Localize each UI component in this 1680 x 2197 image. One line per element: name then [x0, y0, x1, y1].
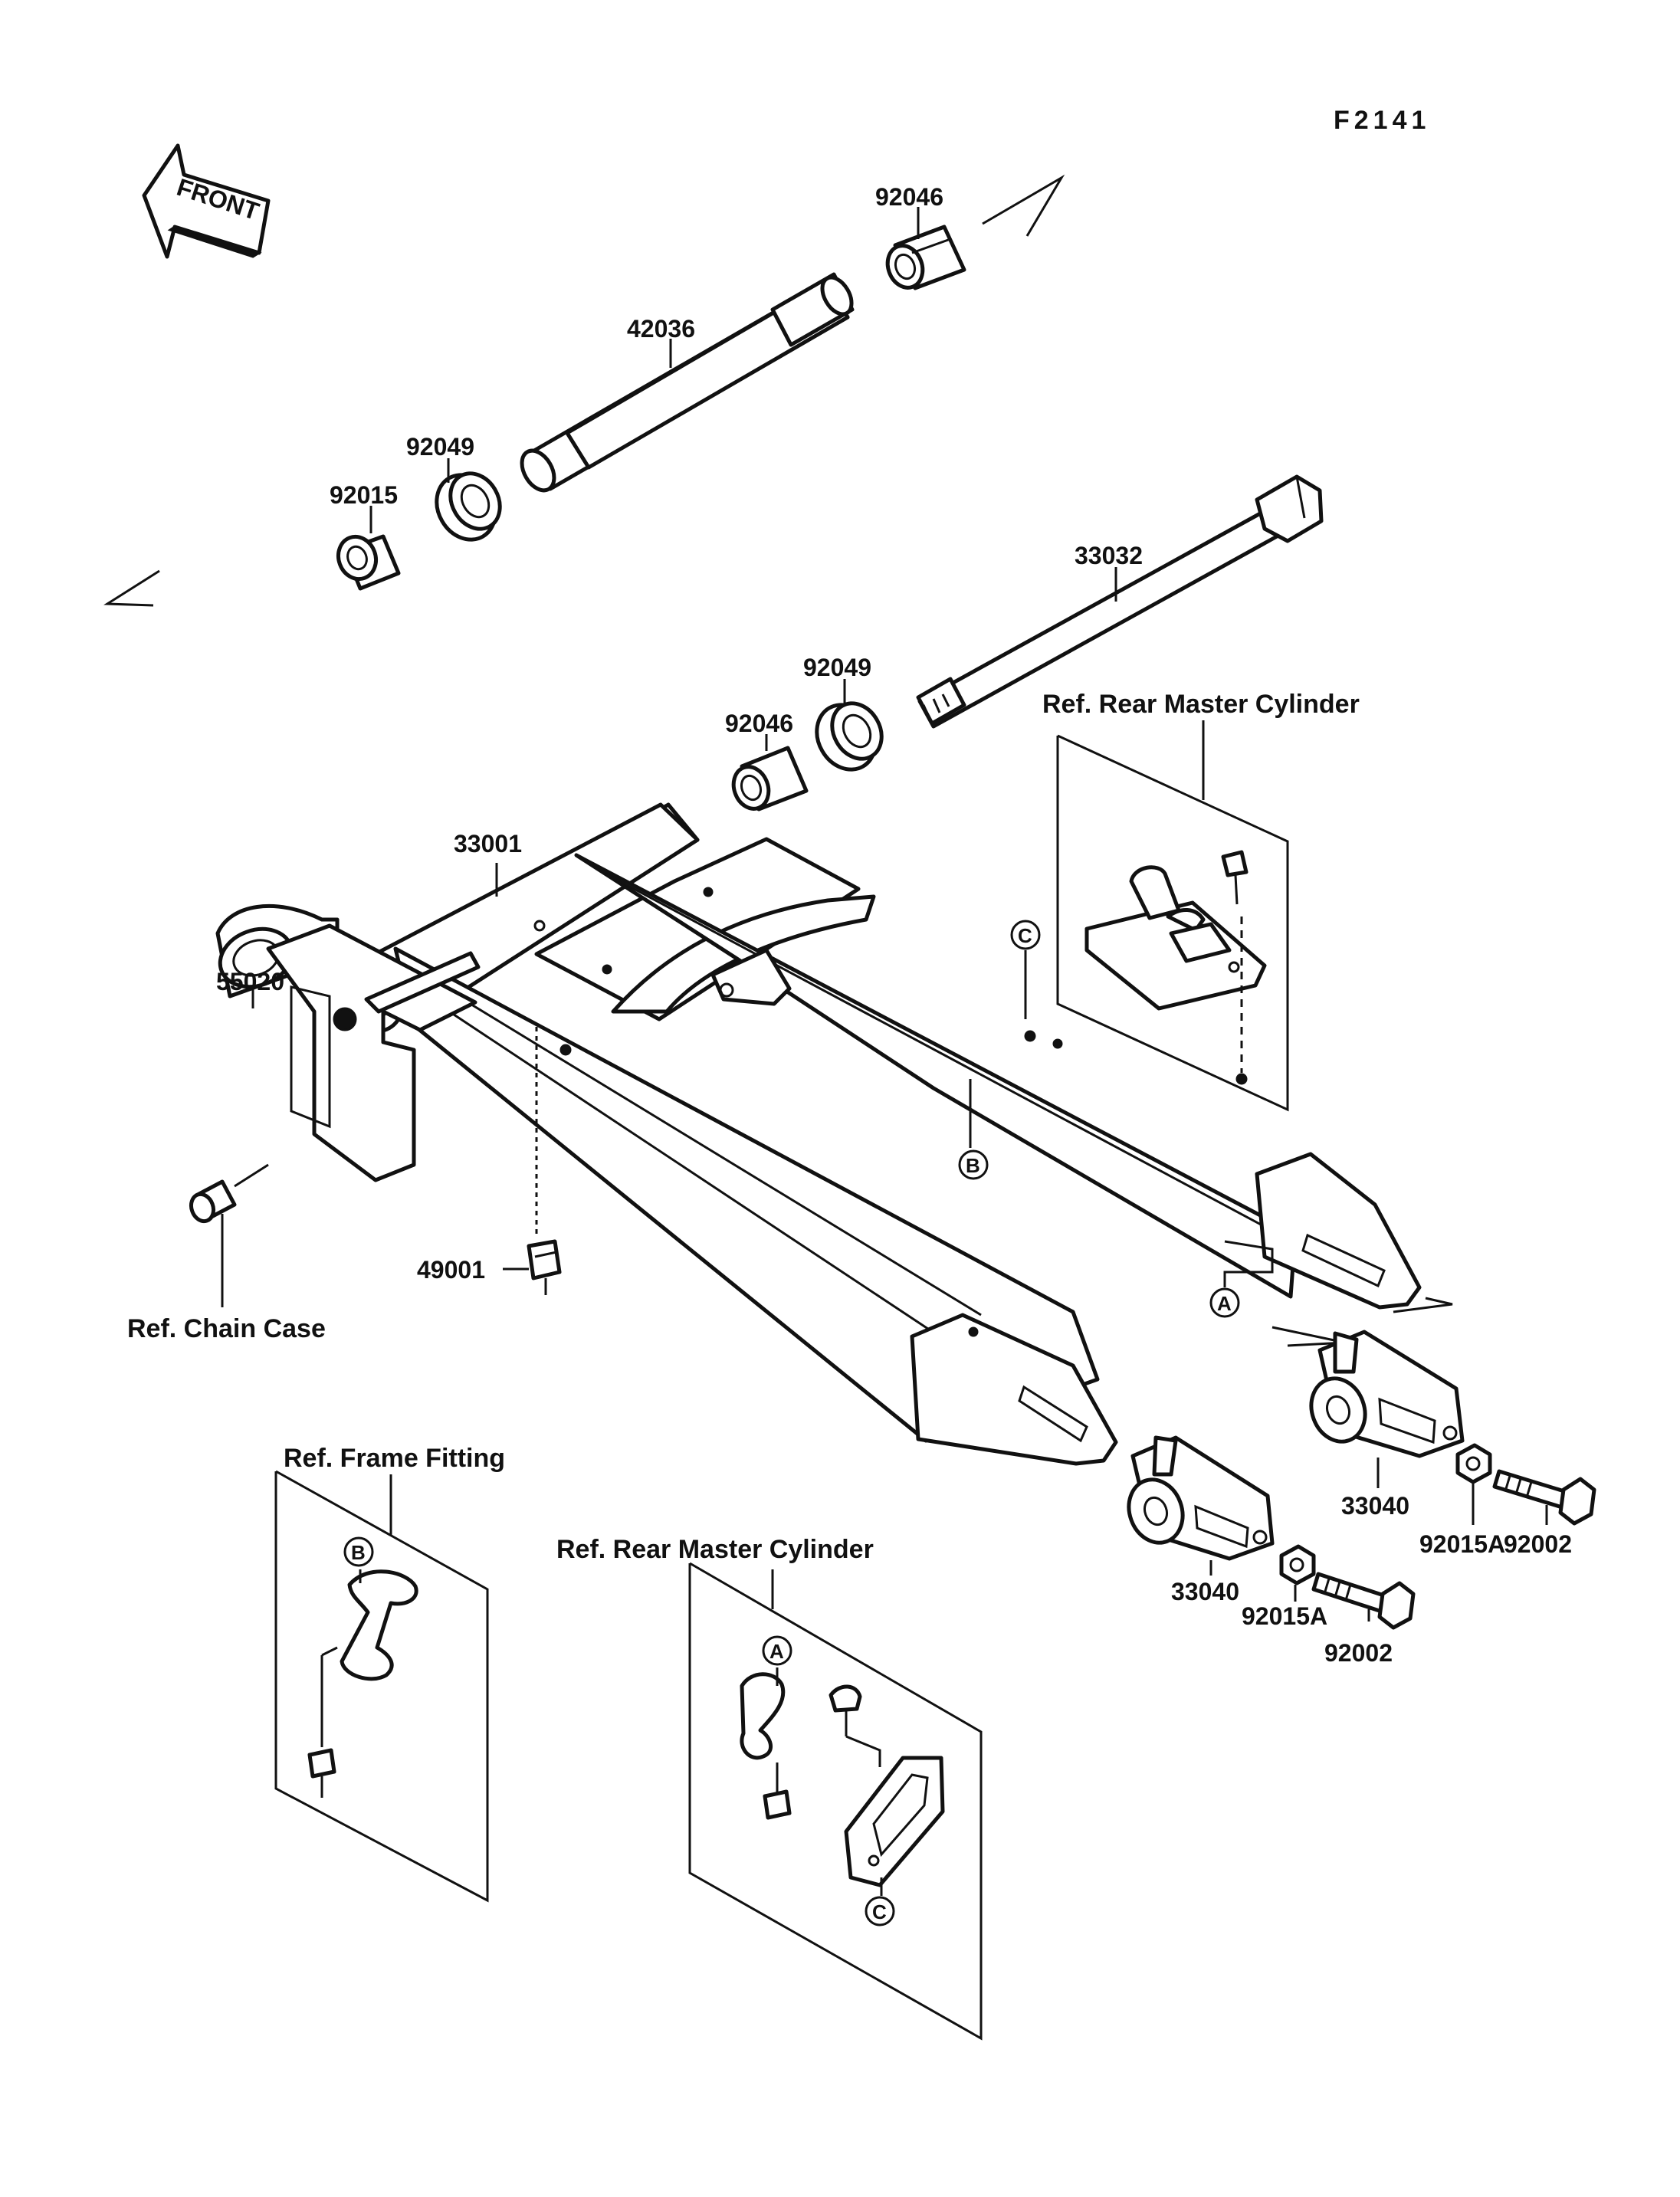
marker-a-swingarm: A: [1217, 1292, 1232, 1315]
label-grease-nipple: 49001: [417, 1256, 485, 1284]
leader-chain-case-collar: [234, 1163, 269, 1188]
label-seal-left: 92049: [406, 433, 474, 461]
ref-frame-fitting: Ref. Frame Fitting: [284, 1444, 505, 1473]
chain-guide-part: [215, 904, 481, 1182]
grease-nipple-part: [527, 1239, 562, 1295]
label-collar-left: 92015: [330, 481, 398, 509]
front-direction-arrow: FRONT: [142, 143, 271, 259]
nut-right-part: [1455, 1443, 1492, 1484]
bolt-right-part: [1492, 1469, 1596, 1526]
adjuster-left-part: [1127, 1435, 1275, 1561]
ref-rear-master-cylinder-bottom: Ref. Rear Master Cylinder: [556, 1535, 874, 1564]
chain-case-collar-part: [189, 1179, 237, 1224]
marker-c-master: C: [872, 1900, 887, 1923]
label-bearing-right: 92046: [725, 710, 793, 737]
label-swingarm: 33001: [454, 830, 522, 857]
label-bearing-top: 92046: [875, 183, 943, 211]
label-bolt-right: 92002: [1504, 1530, 1572, 1558]
marker-b-frame: B: [351, 1541, 366, 1564]
frame-fitting-panel: [274, 1470, 489, 1903]
label-bolt-left: 92002: [1324, 1639, 1393, 1667]
label-nut-right: 92015A: [1419, 1530, 1505, 1558]
seal-left-part: [435, 471, 502, 542]
label-chain-guide: 55020: [216, 968, 284, 995]
figure-code: F2141: [1334, 106, 1430, 135]
collar-left-part: [336, 534, 401, 591]
marker-a-master: A: [769, 1640, 784, 1663]
swingarm-part: [336, 802, 1422, 1466]
rear-master-cylinder-bottom-panel: [688, 1562, 983, 2041]
pivot-shaft-part: [916, 474, 1324, 729]
label-nut-left: 92015A: [1242, 1602, 1327, 1630]
ref-chain-case: Ref. Chain Case: [127, 1314, 326, 1343]
sleeve-part: [520, 272, 855, 493]
ref-rear-master-cylinder-top: Ref. Rear Master Cylinder: [1042, 690, 1360, 719]
leader-marker-a-swingarm: [1223, 1240, 1274, 1287]
label-sleeve: 42036: [627, 315, 695, 343]
bolt-left-part: [1311, 1572, 1416, 1630]
marker-c-swingarm: C: [1018, 924, 1032, 947]
marker-b-swingarm: B: [966, 1154, 980, 1177]
bearing-top-part: [885, 225, 966, 290]
rear-master-cylinder-top-panel: [1056, 720, 1289, 1112]
seal-right-part: [815, 701, 884, 772]
label-pivot-shaft: 33032: [1075, 542, 1143, 569]
adjuster-right-part: [1309, 1330, 1465, 1458]
bearing-right-part: [731, 746, 809, 812]
label-seal-right: 92049: [803, 654, 871, 681]
label-adjuster-left: 33040: [1171, 1578, 1239, 1605]
nut-left-part: [1279, 1544, 1316, 1585]
label-adjuster-right: 33040: [1341, 1492, 1409, 1520]
